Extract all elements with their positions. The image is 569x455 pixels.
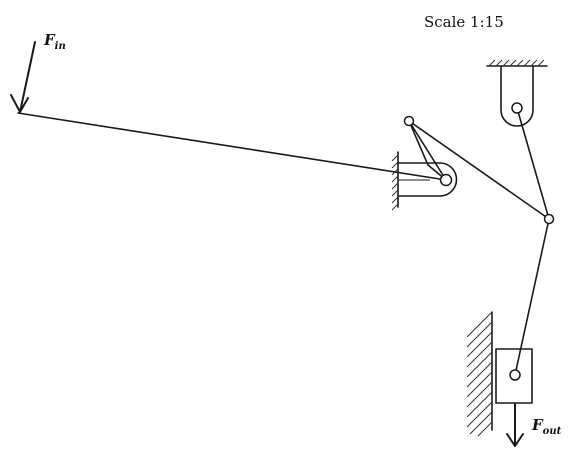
- ceiling-pivot-support: [486, 59, 548, 127]
- guide-wall: [466, 311, 493, 437]
- coupler-link: [408, 120, 550, 220]
- force-out-arrow: [506, 403, 524, 447]
- force-in-label: Fin: [43, 31, 66, 52]
- ceiling-link: [516, 107, 550, 220]
- slider-block: [495, 348, 533, 404]
- pin-joint-wall-pivot: [439, 173, 453, 187]
- bell-crank: [408, 120, 447, 181]
- force-out-label: Fout: [531, 416, 562, 437]
- scale-label: Scale 1:15: [424, 13, 504, 31]
- pin-joint-ceiling-pivot: [511, 102, 523, 114]
- pin-joint-knee: [543, 213, 555, 225]
- wall-pivot-support: [391, 151, 458, 211]
- force-in-arrow: [10, 41, 36, 113]
- pin-joint-top-left: [403, 115, 415, 127]
- pin-joint-slider: [509, 369, 521, 381]
- input-lever: [17, 112, 447, 181]
